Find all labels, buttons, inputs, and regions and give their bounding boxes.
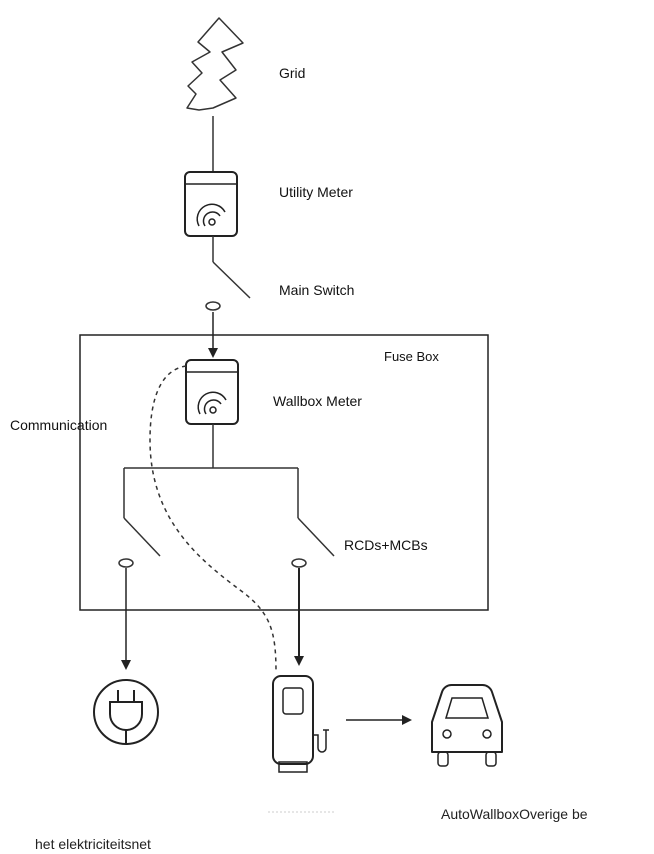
main-switch-icon (212, 261, 251, 299)
utility-meter-icon (184, 171, 238, 237)
rcd-switch-left-icon (123, 517, 161, 557)
label-communication: Communication (10, 417, 108, 433)
car-icon (431, 684, 503, 767)
main-switch-terminal (205, 301, 221, 311)
caption-right: AutoWallboxOverige be (441, 806, 588, 822)
label-rcds-mcbs: RCDs+MCBs (344, 537, 428, 553)
grid-lightning-icon (186, 17, 244, 111)
label-grid: Grid (279, 65, 306, 81)
terminal-right (291, 558, 307, 568)
wallbox-meter-icon (185, 359, 239, 425)
label-main-switch: Main Switch (279, 282, 355, 298)
wallbox-charger-icon (272, 675, 329, 773)
power-socket-icon (93, 679, 159, 745)
label-fuse-box: Fuse Box (384, 349, 439, 364)
label-utility-meter: Utility Meter (279, 184, 353, 200)
caption-left: het elektriciteitsnet (35, 836, 151, 852)
fuse-box (79, 334, 489, 611)
label-wallbox-meter: Wallbox Meter (273, 393, 362, 409)
terminal-left (118, 558, 134, 568)
rcd-switch-right-icon (297, 517, 335, 557)
